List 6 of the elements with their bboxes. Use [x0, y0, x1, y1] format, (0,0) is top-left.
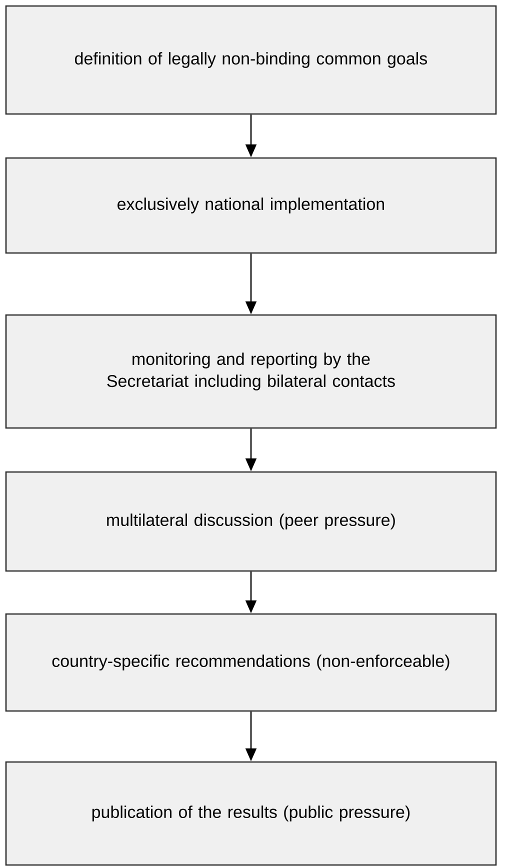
process-box: definition of legally non-binding common goals [5, 5, 497, 115]
process-box: multilateral discussion (peer pressure) [5, 471, 497, 572]
process-box: country-specific recommendations (non-enforceable) [5, 613, 497, 712]
process-box: monitoring and reporting by the Secretariat including bilateral contacts [5, 314, 497, 429]
process-box: exclusively national implementation [5, 157, 497, 254]
process-box: publication of the results (public pressure) [5, 761, 497, 866]
